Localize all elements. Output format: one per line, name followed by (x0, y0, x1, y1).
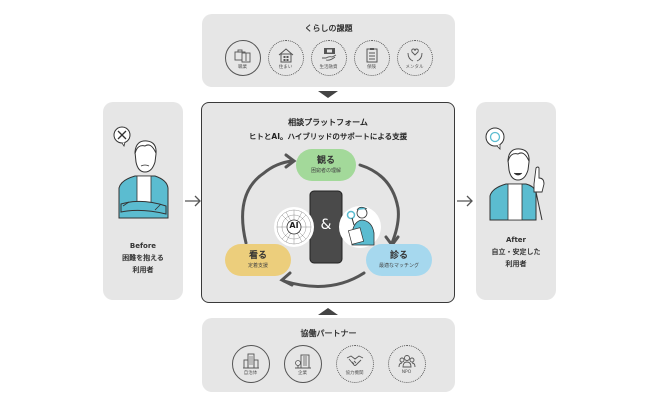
cycle-arrow-left (241, 159, 294, 245)
platform-title: 相談プラットフォーム (288, 118, 368, 127)
after-panel: After 自立・安定した 利用者 (476, 102, 556, 300)
counselor-illustration (346, 206, 375, 246)
before-tag: Before (129, 242, 157, 250)
partner-cooperating-org: 協力機関 (335, 345, 374, 383)
down-arrow-triangle (318, 91, 338, 98)
step-title: 診る (389, 251, 408, 261)
step-caption: 最適なマッチング (378, 263, 419, 269)
issue-mental: メンタル (396, 40, 433, 76)
partner-company: 企業 (283, 345, 322, 383)
cycle-arrow-left-head (284, 153, 297, 169)
issue-job: 職業 (224, 40, 261, 76)
arrow-right-icon (457, 195, 473, 207)
before-text: Before 困難を抱える 利用者 (103, 240, 183, 276)
house-icon (278, 47, 293, 62)
partners-panel: 協働パートナー 自治体 企業 協力機関 (202, 318, 455, 392)
partner-label: 協力機関 (345, 370, 364, 376)
cycle-arrow-bottom-head (279, 271, 294, 287)
handshake-icon (346, 354, 363, 366)
up-arrow-triangle (318, 308, 338, 315)
cycle-arrow-right (358, 163, 400, 245)
cross-bubble-icon (113, 126, 131, 147)
after-line1: 自立・安定した (491, 248, 541, 256)
circle-bubble-icon (485, 127, 505, 150)
office-building-icon (294, 354, 311, 368)
troubled-user-illustration (113, 126, 169, 219)
independent-user-illustration (485, 127, 545, 221)
cycle-step-diagnose: 診る 最適なマッチング (366, 244, 432, 276)
issue-insurance: 保険 (353, 40, 390, 76)
briefcase-shirt-icon (234, 49, 250, 62)
partner-municipality: 自治体 (231, 345, 270, 383)
money-hand-icon (321, 47, 336, 61)
step-caption: 困窮者の理解 (310, 168, 341, 174)
consultation-platform-panel: 相談プラットフォーム ヒトとAI。ハイブリッドのサポートによる支援 (201, 102, 455, 303)
cycle-arrows (241, 153, 400, 288)
step-caption: 定着支援 (247, 263, 268, 269)
ai-label: AI (289, 221, 299, 230)
life-issues-panel: くらしの課題 職業 住まい (202, 14, 455, 87)
arrow-right-icon (185, 195, 201, 207)
platform-subtitle: ヒトとAI。ハイブリッドのサポートによる支援 (248, 132, 408, 141)
cycle-step-observe: 観る 困窮者の理解 (296, 149, 356, 181)
issue-label: 保険 (367, 64, 376, 70)
life-issues-title: くらしの課題 (304, 24, 353, 33)
issue-loan: 生活融資 (310, 40, 347, 76)
partner-label: 企業 (298, 370, 307, 376)
issue-label: 職業 (238, 64, 247, 70)
before-panel: Before 困難を抱える 利用者 (103, 102, 183, 300)
step-title: 観る (316, 156, 335, 166)
group-people-icon (398, 355, 415, 368)
partner-label: 自治体 (243, 370, 258, 376)
issue-housing: 住まい (267, 40, 304, 76)
city-hall-icon (242, 353, 259, 368)
clipboard-checklist-icon (366, 47, 377, 62)
partners-title: 協働パートナー (300, 329, 357, 338)
step-title: 看る (248, 251, 267, 261)
after-text: After 自立・安定した 利用者 (476, 234, 556, 270)
issue-label: メンタル (405, 64, 424, 70)
before-line1: 困難を抱える (122, 254, 164, 262)
issue-label: 住まい (278, 64, 293, 70)
partner-npo: NPO (387, 345, 426, 383)
after-line2: 利用者 (505, 260, 527, 268)
ampersand: & (320, 217, 332, 233)
cycle-step-support: 看る 定着支援 (225, 244, 291, 276)
cycle-arrow-bottom (282, 271, 366, 288)
issue-label: 生活融資 (319, 64, 338, 70)
heart-hands-icon (407, 48, 422, 61)
after-tag: After (505, 236, 526, 244)
before-line2: 利用者 (132, 266, 154, 274)
partner-label: NPO (401, 370, 412, 375)
